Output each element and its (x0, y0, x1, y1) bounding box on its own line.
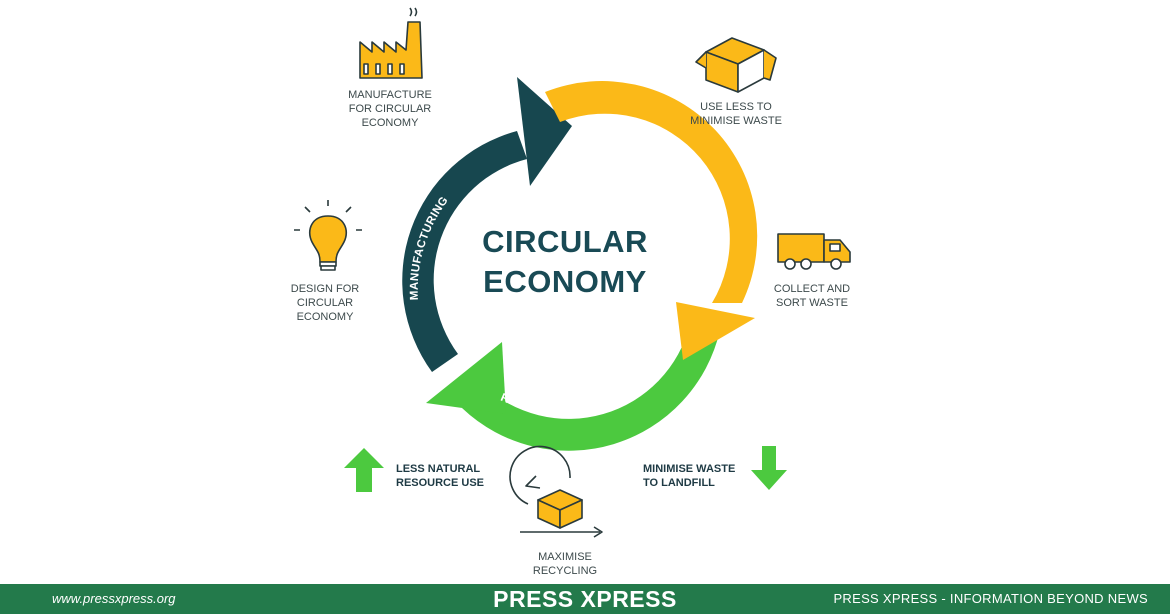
consumption-arc (545, 81, 758, 360)
center-title-line2: ECONOMY (483, 264, 647, 299)
arrow-down-icon (751, 446, 787, 490)
manufacturing-arc (402, 77, 572, 372)
collect-label: COLLECT AND SORT WASTE (773, 283, 851, 309)
recycle-box-icon (509, 445, 603, 538)
center-title-line1: CIRCULAR (482, 224, 648, 259)
footer-tagline: PRESS XPRESS - INFORMATION BEYOND NEWS (833, 591, 1148, 606)
footer-brand-logo: PRESS XPRESS (493, 586, 677, 612)
arrow-up-icon (344, 448, 384, 492)
factory-icon (359, 7, 423, 79)
less-resource-label: LESS NATURAL RESOURCE USE (396, 463, 485, 489)
box-icon (695, 37, 777, 93)
center-title: CIRCULAR ECONOMY (450, 222, 680, 302)
manufacture-label: MANUFACTURE FOR CIRCULAR ECONOMY (348, 89, 432, 129)
footer-url-link[interactable]: www.pressxpress.org (52, 591, 176, 606)
footer-bar: www.pressxpress.org PRESS XPRESS PRESS X… (0, 584, 1170, 614)
minimise-landfill-label: MINIMISE WASTE TO LANDFILL (643, 463, 736, 489)
lightbulb-icon (294, 200, 362, 271)
recycling-arc (426, 324, 720, 451)
circular-economy-diagram: MANUFACTURING CONSUMPTION USE RECYCLING … (294, 7, 851, 538)
use-less-label: USE LESS TO MINIMISE WASTE (690, 101, 782, 127)
truck-icon (777, 233, 851, 270)
design-label: DESIGN FOR CIRCULAR ECONOMY (290, 283, 360, 323)
maximise-label: MAXIMISE RECYCLING (532, 551, 598, 577)
